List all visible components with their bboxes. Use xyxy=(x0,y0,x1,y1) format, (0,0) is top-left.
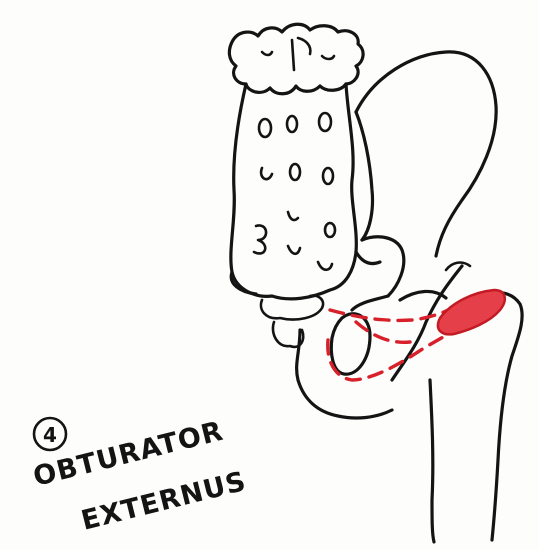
obturator-externus-muscle xyxy=(328,290,505,380)
label-line-2: EXTERNUS xyxy=(78,466,249,537)
hip-bone-icon xyxy=(261,52,496,418)
sacrum-icon xyxy=(229,24,363,299)
muscle-insertion-patch xyxy=(438,290,505,334)
muscle-label: 4 OBTURATOR EXTERNUS xyxy=(30,416,249,537)
label-number: 4 xyxy=(43,423,57,447)
